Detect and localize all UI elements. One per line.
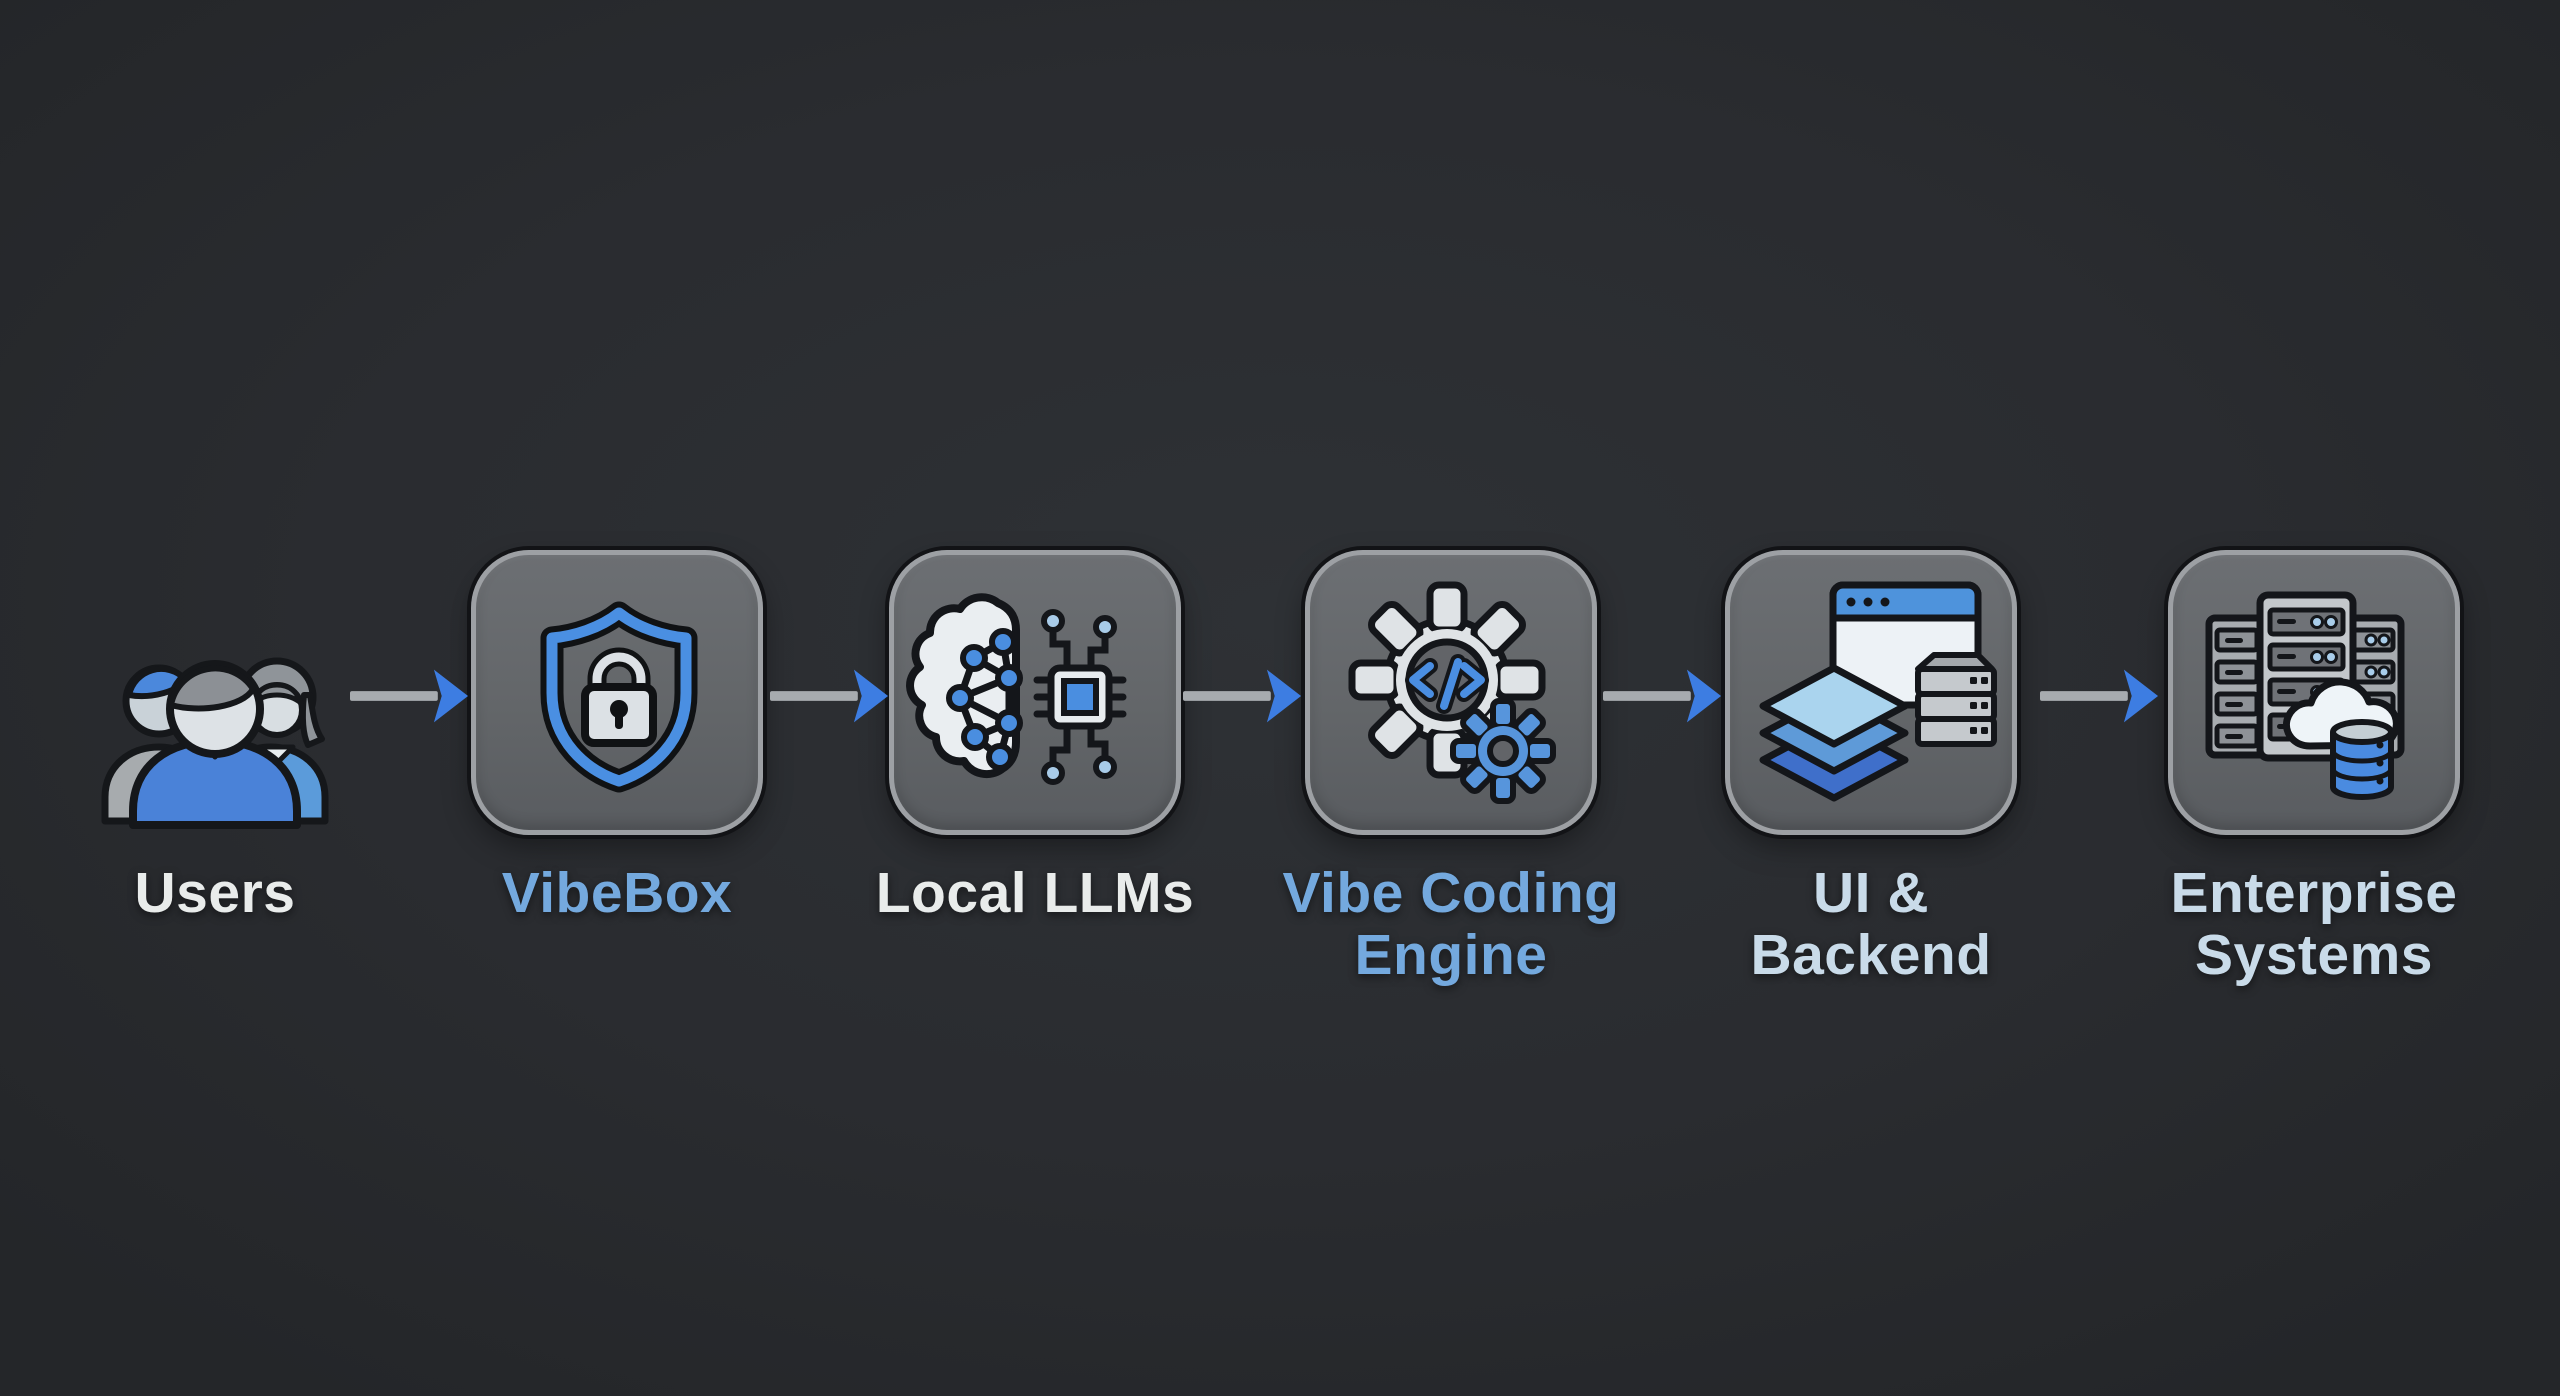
small-gear-icon <box>1450 698 1556 804</box>
local-llms-box <box>889 550 1181 835</box>
enterprise-box <box>2168 550 2460 835</box>
node-vibe-coding-engine: Vibe Coding Engine <box>1271 550 1631 986</box>
window-layers-server-icon <box>1759 581 1997 802</box>
gear-code-icon <box>1348 581 1556 804</box>
arrow-shaft <box>1183 691 1271 701</box>
code-icon <box>1405 654 1489 714</box>
users-group-icon <box>101 657 329 829</box>
arrow-head-icon <box>1686 669 1722 723</box>
node-label-vibe-coding-engine: Vibe Coding Engine <box>1282 861 1620 987</box>
flow-arrow-5 <box>2040 669 2159 723</box>
layers-icon <box>1759 664 1909 802</box>
arrow-shaft <box>770 691 858 701</box>
node-enterprise-systems: Enterprise Systems <box>2134 550 2494 986</box>
arrow-head-icon <box>433 669 469 723</box>
arrow-head-icon <box>1266 669 1302 723</box>
database-icon <box>2330 719 2394 800</box>
vibebox-box <box>471 550 763 835</box>
flow-arrow-1 <box>350 669 469 723</box>
node-ui-backend: UI & Backend <box>1691 550 2051 986</box>
node-vibebox: VibeBox <box>437 550 797 924</box>
arrow-shaft <box>2040 691 2128 701</box>
flow-arrow-2 <box>770 669 889 723</box>
arrow-shaft <box>1603 691 1691 701</box>
shield-lock-icon <box>540 601 698 793</box>
lock-icon <box>581 647 657 747</box>
flow-arrow-4 <box>1603 669 1722 723</box>
flow-arrow-3 <box>1183 669 1302 723</box>
arrow-shaft <box>350 691 438 701</box>
node-label-vibebox: VibeBox <box>501 861 733 925</box>
node-label-local-llms: Local LLMs <box>875 861 1195 925</box>
arrow-head-icon <box>2123 669 2159 723</box>
brain-chip-icon <box>906 593 1127 785</box>
node-users: Users <box>35 550 395 924</box>
node-label-users: Users <box>134 861 296 925</box>
server-stack-icon <box>1915 652 1997 747</box>
users-icon-area <box>69 550 361 835</box>
server-racks-cloud-db-icon <box>2205 591 2405 800</box>
side-rack-left-icon <box>2205 614 2273 759</box>
vibe-coding-box <box>1305 550 1597 835</box>
chip-icon <box>1033 609 1127 785</box>
node-label-enterprise-systems: Enterprise Systems <box>2170 861 2458 987</box>
node-label-ui-backend: UI & Backend <box>1750 861 1992 987</box>
arrow-head-icon <box>853 669 889 723</box>
ui-backend-box <box>1725 550 2017 835</box>
node-local-llms: Local LLMs <box>855 550 1215 924</box>
